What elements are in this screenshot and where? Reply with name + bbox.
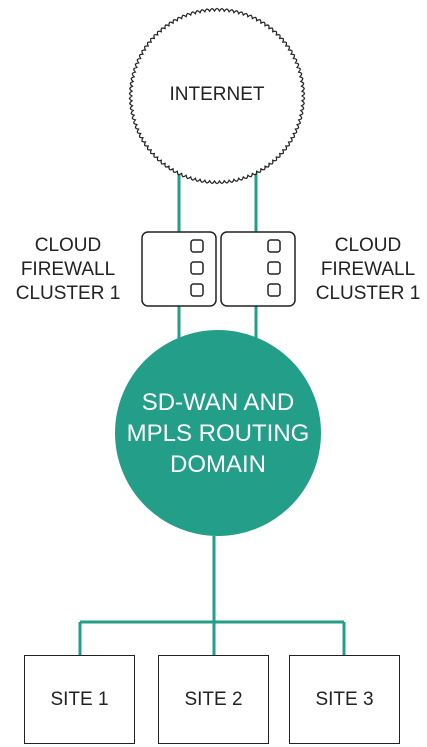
site-3-box: SITE 3	[289, 655, 400, 744]
site-1-box: SITE 1	[24, 655, 135, 744]
firewall-label-line: CLOUD	[334, 235, 402, 256]
routing-domain-label-line: SD-WAN AND	[141, 388, 295, 416]
firewall-port	[190, 283, 204, 297]
firewall-label-line: CLUSTER 1	[15, 283, 121, 304]
site-2-box: SITE 2	[158, 655, 269, 744]
firewall-port	[190, 261, 204, 275]
firewall-label-line: FIREWALL	[20, 259, 116, 280]
firewall-label-line: FIREWALL	[320, 259, 416, 280]
firewall-port	[267, 239, 281, 253]
firewall-cluster-2-box	[220, 231, 296, 307]
internet-cloud	[128, 7, 306, 185]
firewall-port	[267, 283, 281, 297]
sd-wan-routing-domain: SD-WAN AND MPLS ROUTING DOMAIN	[115, 330, 321, 536]
firewall-port	[190, 239, 204, 253]
firewall-port	[267, 261, 281, 275]
firewall-label-line: CLOUD	[34, 235, 102, 256]
firewall-label-left: CLOUD FIREWALL CLUSTER 1	[13, 234, 123, 306]
internet-label: INTERNET	[169, 84, 265, 105]
site-3-label: SITE 3	[315, 688, 374, 710]
site-1-label: SITE 1	[50, 688, 109, 710]
firewall-label-right: CLOUD FIREWALL CLUSTER 1	[313, 234, 423, 306]
routing-domain-label-line: MPLS ROUTING	[126, 419, 310, 447]
firewall-label-line: CLUSTER 1	[315, 283, 421, 304]
routing-domain-label: SD-WAN AND MPLS ROUTING DOMAIN	[123, 387, 313, 480]
routing-domain-label-line: DOMAIN	[170, 450, 266, 478]
site-2-label: SITE 2	[184, 688, 243, 710]
firewall-cluster-1-box	[141, 231, 217, 307]
